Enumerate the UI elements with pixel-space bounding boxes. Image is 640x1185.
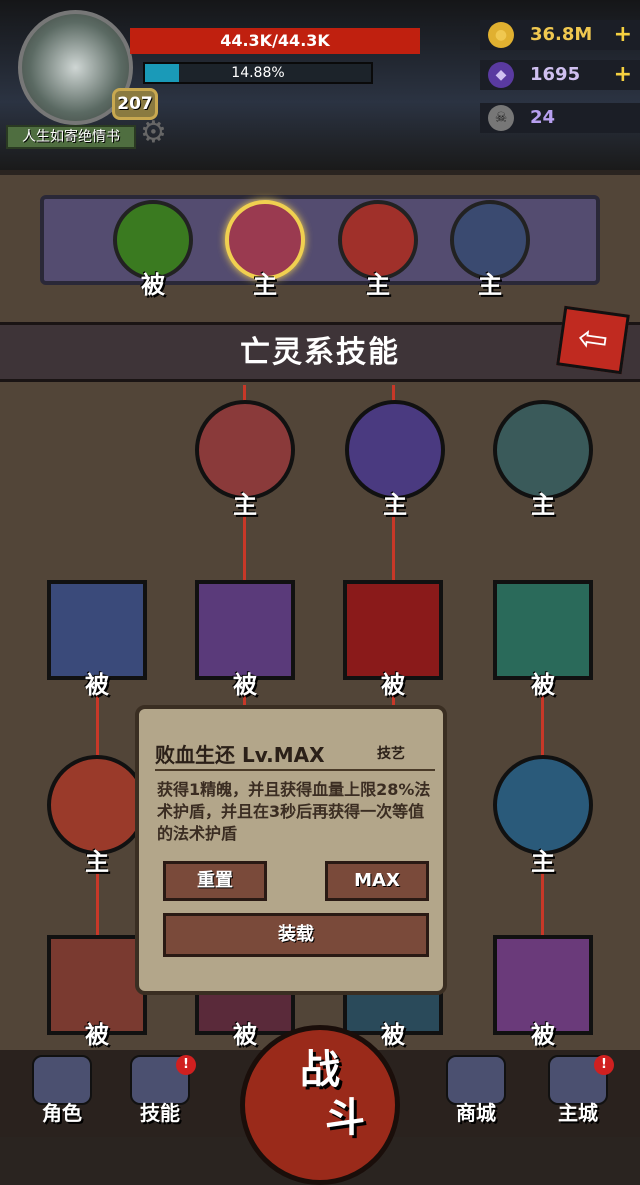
node-label: 主 — [383, 491, 407, 519]
notification-badge: ! — [176, 1055, 196, 1075]
nav-label: 角色 — [42, 1101, 82, 1125]
node-label: 主 — [233, 491, 257, 519]
node-label: 主 — [531, 491, 555, 519]
add-gold-button[interactable]: + — [613, 22, 632, 47]
notification-badge: ! — [594, 1055, 614, 1075]
skill-node-cloak[interactable] — [47, 580, 147, 680]
nav-role[interactable]: 角色 — [22, 1055, 102, 1135]
tab-reaper[interactable] — [450, 200, 530, 280]
skill-tooltip: 败血生还 Lv.MAX 技艺 获得1精魄，并且获得血量上限28%法术护盾，并且在… — [135, 705, 447, 995]
ram-skull-icon: ☠ — [488, 105, 514, 131]
node-label: 被 — [381, 671, 405, 699]
skill-node-skulls[interactable] — [195, 400, 295, 500]
gold-counter: ● 36.8M + — [480, 20, 640, 50]
skill-node-skeleton[interactable] — [345, 400, 445, 500]
skill-node-scythe[interactable] — [493, 755, 593, 855]
nav-skill[interactable]: 技能! — [120, 1055, 200, 1135]
tab-label: 主 — [366, 271, 390, 299]
player-name: 人生如寄绝情书 — [6, 125, 136, 149]
nav-label: 商城 — [456, 1101, 496, 1125]
tab-label: 主 — [478, 271, 502, 299]
node-label: 被 — [381, 1021, 405, 1049]
node-label: 主 — [531, 848, 555, 876]
tab-label: 被 — [141, 271, 165, 299]
section-title: 亡灵系技能 — [0, 322, 640, 382]
skill-node-heart[interactable] — [195, 580, 295, 680]
node-label: 被 — [85, 1021, 109, 1049]
node-label: 被 — [531, 671, 555, 699]
nav-label: 技能 — [140, 1101, 180, 1125]
xp-bar: 14.88% — [143, 62, 373, 84]
tab-passive-poison[interactable] — [113, 200, 193, 280]
tab-blood[interactable] — [338, 200, 418, 280]
node-label: 主 — [85, 848, 109, 876]
equip-button[interactable]: 装载 — [163, 913, 429, 957]
nav-city[interactable]: 主城! — [538, 1055, 618, 1135]
back-arrow-button[interactable]: ⇦ — [556, 305, 630, 375]
gold-coin-icon: ● — [488, 22, 514, 48]
node-label: 被 — [233, 1021, 257, 1049]
skill-node-blood-drop[interactable] — [47, 755, 147, 855]
swirl-icon — [130, 1055, 190, 1105]
node-label: 被 — [85, 671, 109, 699]
node-label: 被 — [233, 671, 257, 699]
skill-node-hanged[interactable] — [493, 400, 593, 500]
tab-undead[interactable] — [225, 200, 305, 280]
divider — [155, 769, 435, 771]
settings-gear-icon[interactable]: ⚙ — [140, 115, 167, 150]
skill-node-skull-flame[interactable] — [493, 580, 593, 680]
xp-fill — [145, 64, 179, 82]
add-gem-button[interactable]: + — [613, 62, 632, 87]
tab-label: 主 — [253, 271, 277, 299]
shop-tent-icon — [446, 1055, 506, 1105]
ram-value: 24 — [530, 107, 556, 128]
helmet-icon — [32, 1055, 92, 1105]
nav-label: 主城 — [558, 1101, 598, 1125]
fight-label-bottom: 斗 — [325, 1095, 365, 1141]
skill-title: 败血生还 Lv.MAX — [155, 743, 325, 767]
gold-value: 36.8M — [530, 24, 593, 45]
reset-button[interactable]: 重置 — [163, 861, 267, 901]
max-button[interactable]: MAX — [325, 861, 429, 901]
skill-type: 技艺 — [377, 746, 405, 762]
skill-node-burst[interactable] — [343, 580, 443, 680]
player-level-badge: 207 — [112, 88, 158, 120]
skill-node-blade[interactable] — [493, 935, 593, 1035]
nav-shop[interactable]: 商城 — [436, 1055, 516, 1135]
skill-description: 获得1精魄，并且获得血量上限28%法术护盾，并且在3秒后再获得一次等值的法术护盾 — [157, 780, 431, 843]
gem-icon: ◆ — [488, 62, 514, 88]
fight-label-top: 战 — [300, 1047, 340, 1093]
hp-bar: 44.3K/44.3K — [130, 28, 420, 54]
xp-text: 14.88% — [231, 65, 285, 81]
fight-button[interactable]: 战斗 — [240, 1025, 400, 1185]
castle-icon — [548, 1055, 608, 1105]
ram-counter: ☠ 24 — [480, 103, 640, 133]
gem-value: 1695 — [530, 64, 581, 85]
gem-counter: ◆ 1695 + — [480, 60, 640, 90]
node-label: 被 — [531, 1021, 555, 1049]
